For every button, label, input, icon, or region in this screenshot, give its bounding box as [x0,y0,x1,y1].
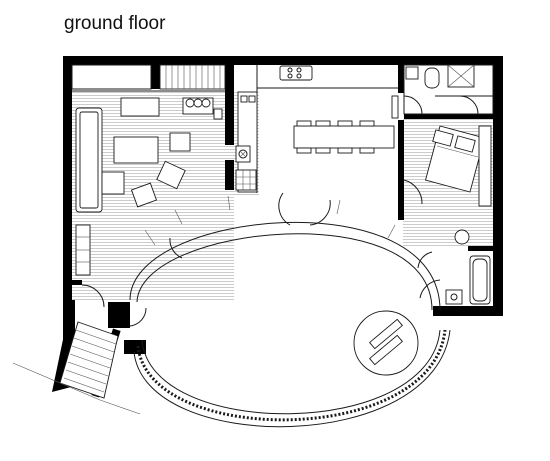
ottoman [101,171,125,195]
washbasin [445,289,463,305]
armchair-2 [130,182,158,208]
interior-walls [72,65,493,354]
armchair [169,132,191,152]
dining-table [293,120,395,154]
wc [403,64,494,115]
exterior-walls [63,56,503,316]
page-title: ground floor [64,13,166,34]
kitchen [235,65,399,193]
bathroom [419,255,491,305]
courtyard-table [353,310,419,376]
courtyard [129,192,451,428]
plant [454,229,470,245]
lounge-chair [156,160,186,190]
dining-chairs-cluster [182,97,214,115]
cooktop [279,65,313,81]
toilet [424,67,440,89]
external-stair [12,321,141,415]
interior-stair [71,64,226,92]
coffee-table [113,136,159,164]
bedroom [403,125,492,245]
sideboard [120,97,160,117]
living-area [75,97,223,276]
